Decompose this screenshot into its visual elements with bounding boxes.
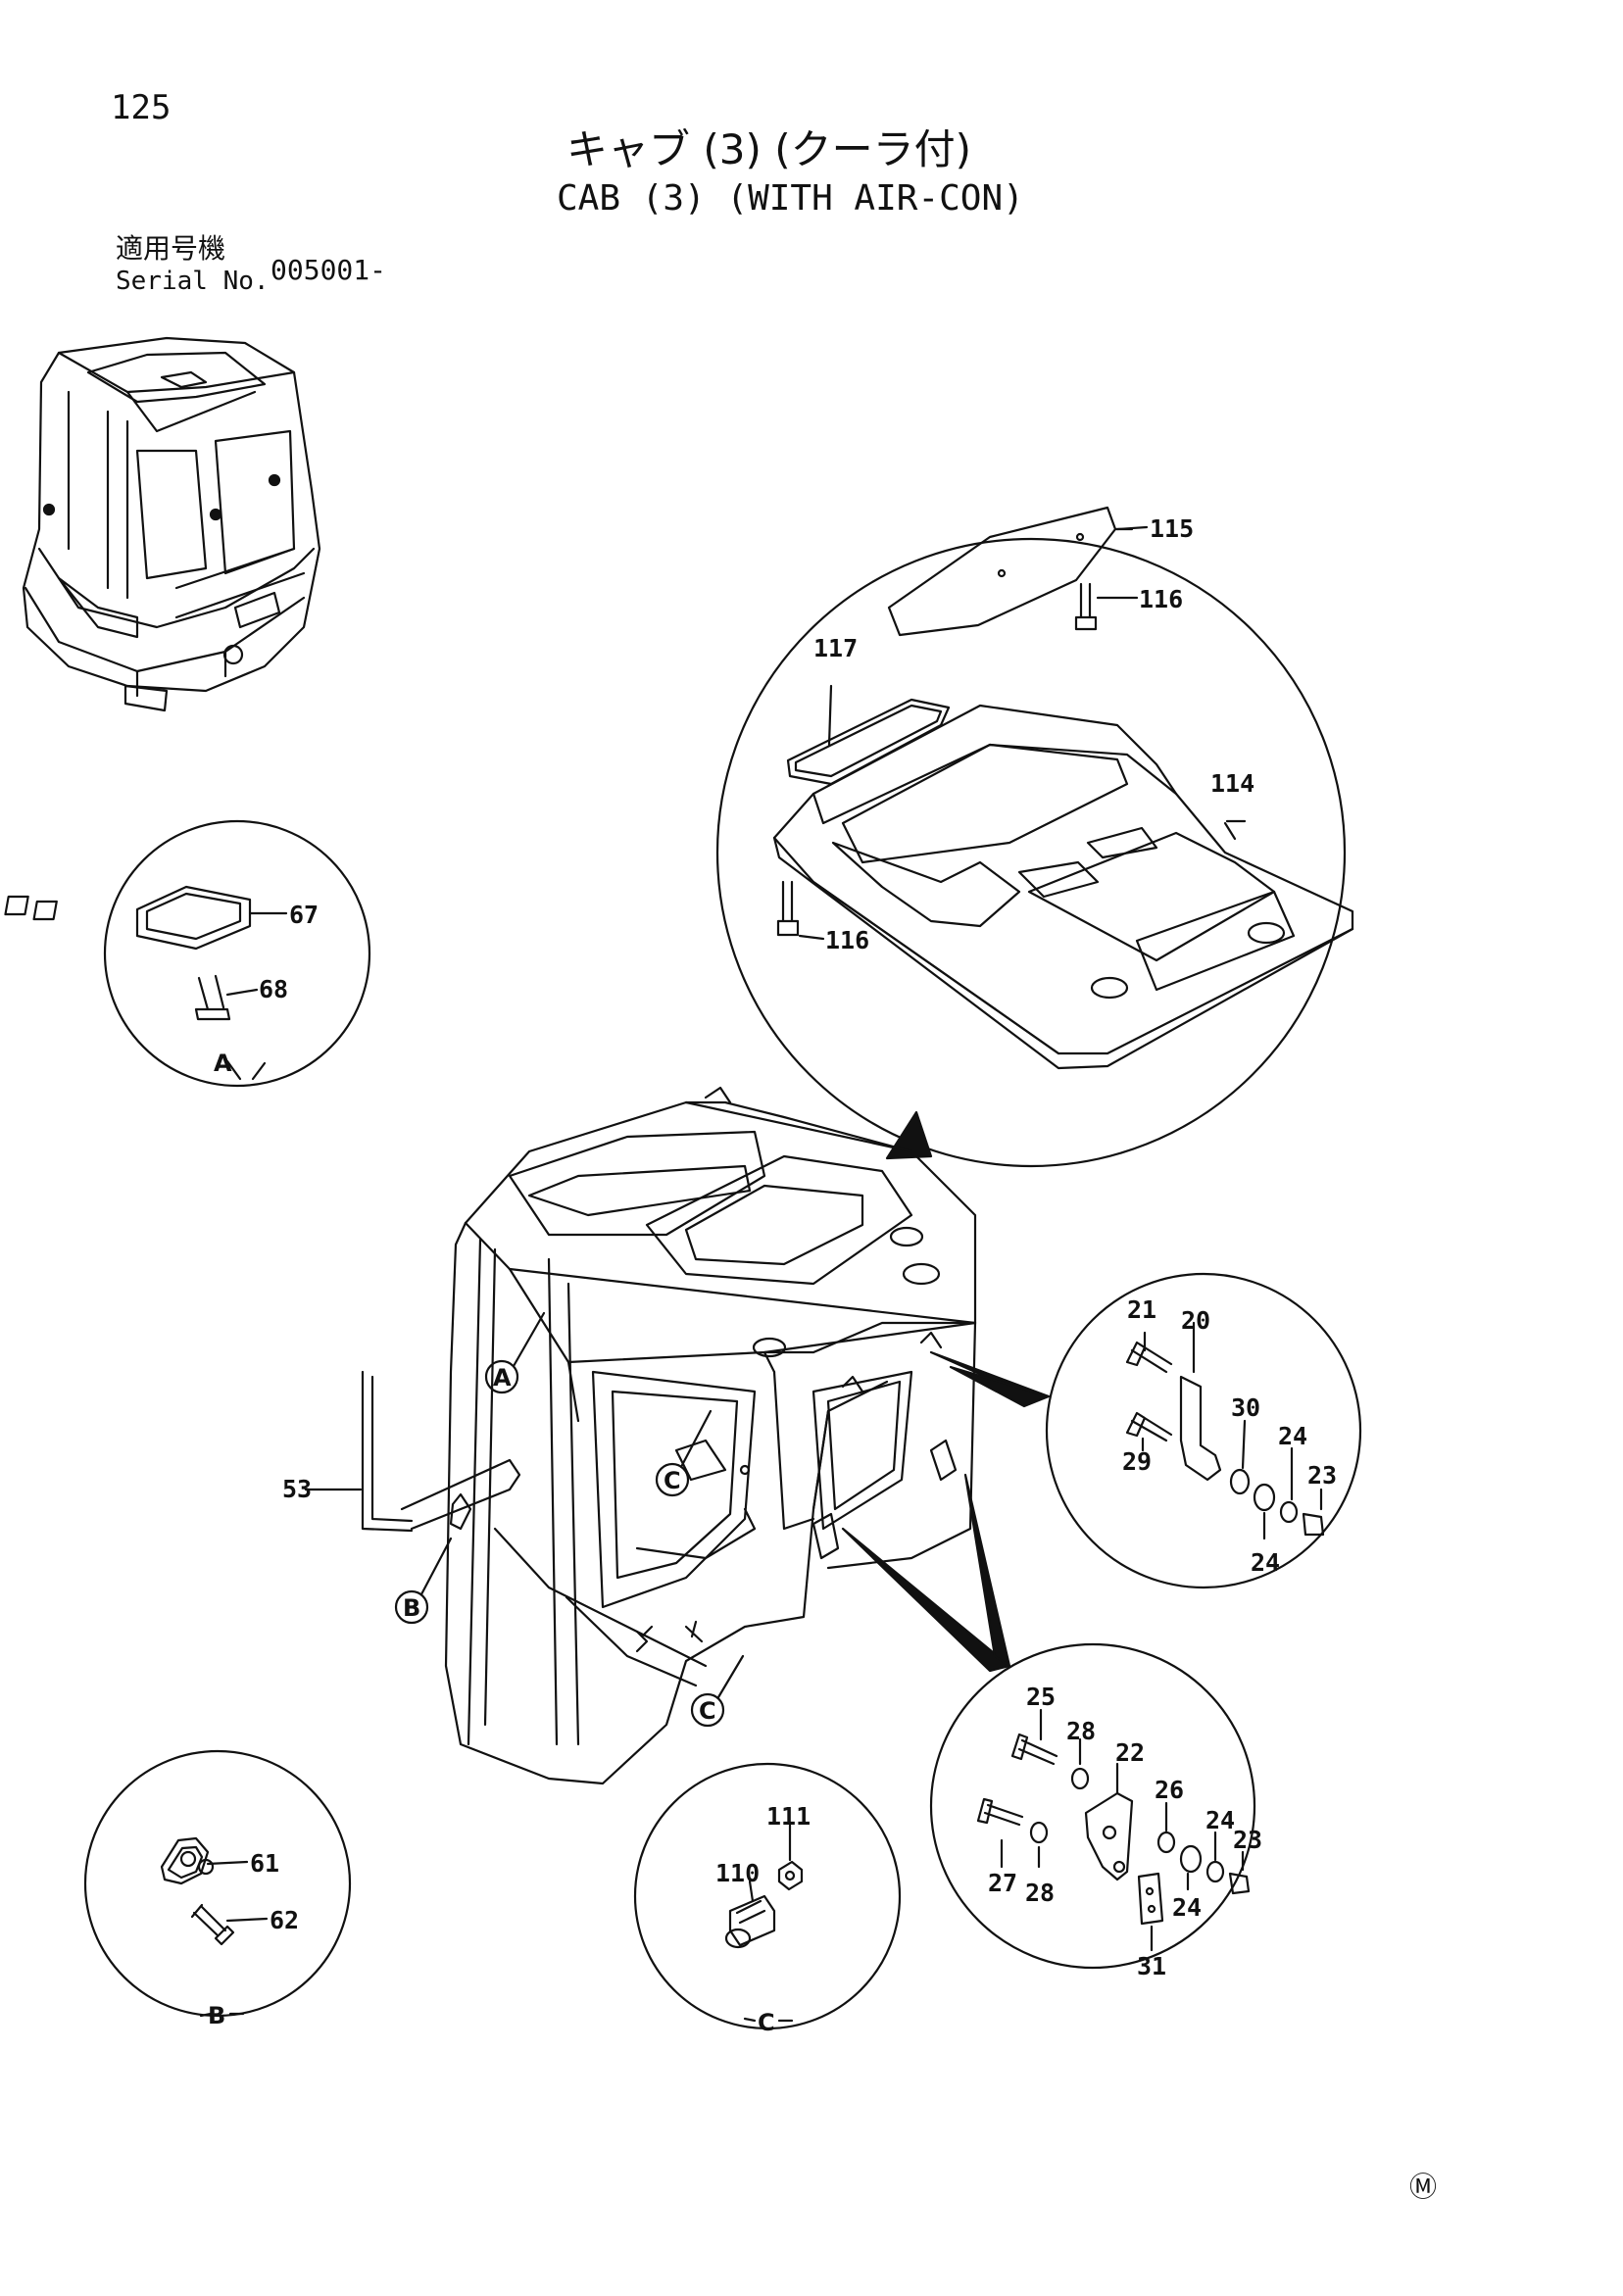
part-label-24-a: 24 <box>1278 1422 1307 1450</box>
callout-c-main-2 <box>690 1654 745 1728</box>
page-number: 125 <box>111 88 172 127</box>
part-label-61: 61 <box>250 1849 279 1878</box>
part-label-22: 22 <box>1115 1738 1145 1767</box>
part-label-53: 53 <box>282 1475 312 1503</box>
main-cab <box>304 1086 977 1785</box>
callout-letter-a: A <box>493 1364 512 1392</box>
part-label-116-lower: 116 <box>825 926 869 954</box>
callout-letter-c-1: C <box>664 1467 681 1494</box>
part-label-117: 117 <box>813 634 858 662</box>
part-label-111: 111 <box>766 1802 811 1831</box>
part-label-26: 26 <box>1155 1776 1184 1804</box>
part-label-24-d: 24 <box>1172 1893 1202 1922</box>
part-label-115: 115 <box>1150 514 1194 543</box>
thumbnail-cab <box>22 336 321 712</box>
detail-label-c: C <box>758 2009 775 2036</box>
detail-circle-c <box>633 1762 902 2030</box>
part-label-24-c: 24 <box>1205 1806 1235 1834</box>
part-label-30: 30 <box>1231 1393 1260 1422</box>
callout-letters: A C B C A B C <box>208 1050 775 2036</box>
part-label-116-upper: 116 <box>1139 585 1183 613</box>
part-label-110: 110 <box>715 1859 760 1887</box>
part-label-25: 25 <box>1026 1683 1056 1711</box>
detail-circle-hinge-upper <box>1045 1272 1362 1589</box>
part-label-31: 31 <box>1137 1952 1166 1980</box>
part-label-27: 27 <box>988 1869 1017 1897</box>
detail-label-b: B <box>208 2002 225 2029</box>
detail-circle-b <box>83 1749 352 2018</box>
serial-number-value: 005001- <box>270 254 387 286</box>
callout-letter-c-2: C <box>699 1697 716 1725</box>
part-label-28-b: 28 <box>1025 1879 1055 1907</box>
callout-b-main <box>394 1537 453 1625</box>
leader-lines-right <box>841 1350 1051 1673</box>
serial-label-english: Serial No. <box>116 267 270 296</box>
footer-mark: Ⓜ <box>1409 2171 1438 2203</box>
part-label-21: 21 <box>1127 1295 1156 1324</box>
part-label-68: 68 <box>259 975 288 1003</box>
title-japanese: キャブ (3) (クーラ付) <box>566 125 971 173</box>
part-label-114: 114 <box>1210 769 1254 798</box>
detail-circle-a <box>4 819 371 1088</box>
callout-a-main <box>484 1311 546 1394</box>
part-label-24-b: 24 <box>1251 1548 1280 1577</box>
part-label-23-a: 23 <box>1307 1461 1337 1490</box>
part-label-20: 20 <box>1181 1306 1210 1335</box>
part-label-67: 67 <box>289 901 319 929</box>
part-number-labels: 115 116 117 114 116 67 68 53 21 20 30 29… <box>250 514 1337 1980</box>
detail-circle-hinge-lower <box>929 1642 1256 1970</box>
title-english: CAB (3) (WITH AIR-CON) <box>557 178 1024 219</box>
part-label-62: 62 <box>270 1906 299 1934</box>
part-label-29: 29 <box>1122 1447 1152 1476</box>
part-label-23-b: 23 <box>1233 1826 1262 1854</box>
callout-c-main-1 <box>655 1409 713 1497</box>
part-label-28-a: 28 <box>1066 1717 1096 1745</box>
callout-letter-b: B <box>403 1594 420 1622</box>
detail-circle-roof <box>715 506 1354 1168</box>
detail-label-a: A <box>214 1050 232 1077</box>
serial-label-japanese: 適用号機 <box>116 232 226 265</box>
